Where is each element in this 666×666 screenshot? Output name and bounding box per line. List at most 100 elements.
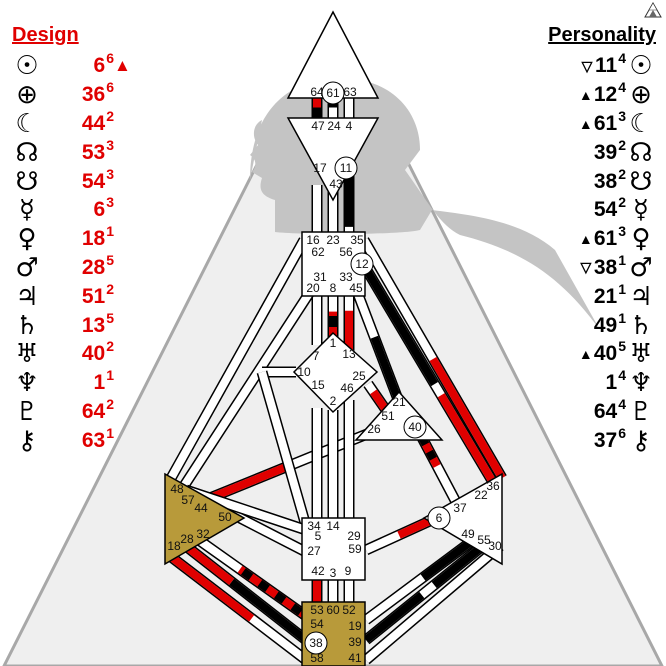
gate-36[interactable]: 36 [486, 479, 500, 493]
gate-35[interactable]: 35 [350, 233, 364, 247]
mars-icon: ♂ [15, 252, 39, 283]
gate-64[interactable]: 64 [310, 85, 324, 99]
gate-24[interactable]: 24 [327, 119, 341, 133]
channel-40-37 [413, 427, 461, 505]
gate-23[interactable]: 23 [326, 233, 340, 247]
gate-45[interactable]: 45 [349, 281, 363, 295]
gate-19[interactable]: 19 [348, 619, 362, 633]
gate-4[interactable]: 4 [346, 119, 353, 133]
gate-16[interactable]: 16 [306, 233, 320, 247]
gate-41[interactable]: 41 [348, 651, 362, 665]
gate-52[interactable]: 52 [342, 603, 356, 617]
gate-44[interactable]: 44 [194, 501, 208, 515]
gate-number: 44 [81, 111, 106, 135]
solar-plexus-center[interactable] [422, 472, 503, 566]
circled-gate-label: 11 [340, 161, 353, 175]
gate-59[interactable]: 59 [348, 542, 362, 556]
spleen-center[interactable] [164, 472, 246, 566]
line-number: 6 [106, 50, 114, 67]
gate-50[interactable]: 50 [218, 510, 232, 524]
gate-57[interactable]: 57 [181, 493, 195, 507]
gate-56[interactable]: 56 [339, 245, 353, 259]
circled-gate-12[interactable]: 12 [350, 252, 374, 276]
direction-arrow-icon: ▽ [580, 259, 592, 276]
circled-gate-61[interactable]: 61 [321, 81, 345, 105]
gate-3[interactable]: 3 [330, 566, 337, 580]
gate-39[interactable]: 39 [348, 635, 362, 649]
line-number: 1 [106, 367, 114, 384]
gate-26[interactable]: 26 [367, 422, 381, 436]
gate-53[interactable]: 53 [310, 603, 324, 617]
gate-55[interactable]: 55 [477, 533, 491, 547]
g-center[interactable] [292, 331, 379, 414]
gate-25[interactable]: 25 [352, 369, 366, 383]
gate-21[interactable]: 21 [392, 395, 406, 409]
gate-31[interactable]: 31 [313, 270, 327, 284]
channel-12-22 [357, 259, 499, 487]
gate-10[interactable]: 10 [297, 365, 311, 379]
gate-51[interactable]: 51 [381, 409, 395, 423]
circled-gate-6[interactable]: 6 [427, 506, 451, 530]
gate-18[interactable]: 18 [167, 539, 181, 553]
circled-gate-11[interactable]: 11 [334, 156, 358, 180]
activation-segment [397, 516, 434, 539]
line-number: 2 [106, 280, 114, 297]
gate-49[interactable]: 49 [461, 527, 475, 541]
gate-32[interactable]: 32 [196, 527, 210, 541]
line-number: 3 [106, 165, 114, 182]
gate-14[interactable]: 14 [326, 519, 340, 533]
gate-54[interactable]: 54 [310, 617, 324, 631]
gate-33[interactable]: 33 [339, 270, 353, 284]
gate-22[interactable]: 22 [474, 488, 488, 502]
gate-60[interactable]: 60 [326, 603, 340, 617]
circled-gate-40[interactable]: 40 [403, 415, 427, 439]
gate-43[interactable]: 43 [329, 177, 343, 191]
gate-37[interactable]: 37 [453, 501, 467, 515]
channel-54-32 [192, 533, 310, 621]
channel-10-34 [256, 370, 312, 528]
gate-7[interactable]: 7 [313, 349, 320, 363]
gate-46[interactable]: 46 [340, 381, 354, 395]
gate-28[interactable]: 28 [180, 532, 194, 546]
gate-20[interactable]: 20 [306, 281, 320, 295]
gate-63[interactable]: 63 [343, 85, 357, 99]
gate-2[interactable]: 2 [330, 394, 337, 408]
gate-5[interactable]: 5 [315, 529, 322, 543]
gate-13[interactable]: 13 [342, 347, 356, 361]
gate-17[interactable]: 17 [313, 161, 327, 175]
gate-15[interactable]: 15 [311, 378, 325, 392]
sacral-center[interactable] [301, 517, 366, 581]
gate-62[interactable]: 62 [311, 245, 325, 259]
line-number: 5 [106, 251, 114, 268]
gate-34[interactable]: 34 [307, 519, 321, 533]
gate-9[interactable]: 9 [345, 564, 352, 578]
gate-58[interactable]: 58 [310, 651, 324, 665]
throat-center[interactable] [301, 231, 366, 297]
gate-30[interactable]: 30 [488, 539, 502, 553]
gate-48[interactable]: 48 [170, 482, 184, 496]
circled-gate-38[interactable]: 38 [304, 631, 328, 655]
gate-27[interactable]: 27 [307, 544, 321, 558]
chiron-icon: ⚷ [17, 425, 37, 456]
activation-segment [363, 591, 425, 644]
gate-47[interactable]: 47 [311, 119, 325, 133]
channel-38-28 [178, 538, 310, 645]
direction-arrow-icon: ▲ [578, 346, 593, 363]
line-number: 3 [618, 107, 626, 124]
activation-segment [273, 591, 287, 604]
gate-1[interactable]: 1 [330, 336, 337, 350]
gate-42[interactable]: 42 [311, 564, 325, 578]
gate-29[interactable]: 29 [347, 529, 361, 543]
saturn-icon: ♄ [15, 310, 39, 341]
jupiter-icon: ♃ [629, 281, 653, 312]
ajna-center[interactable] [286, 117, 380, 202]
gate-8[interactable]: 8 [330, 281, 337, 295]
